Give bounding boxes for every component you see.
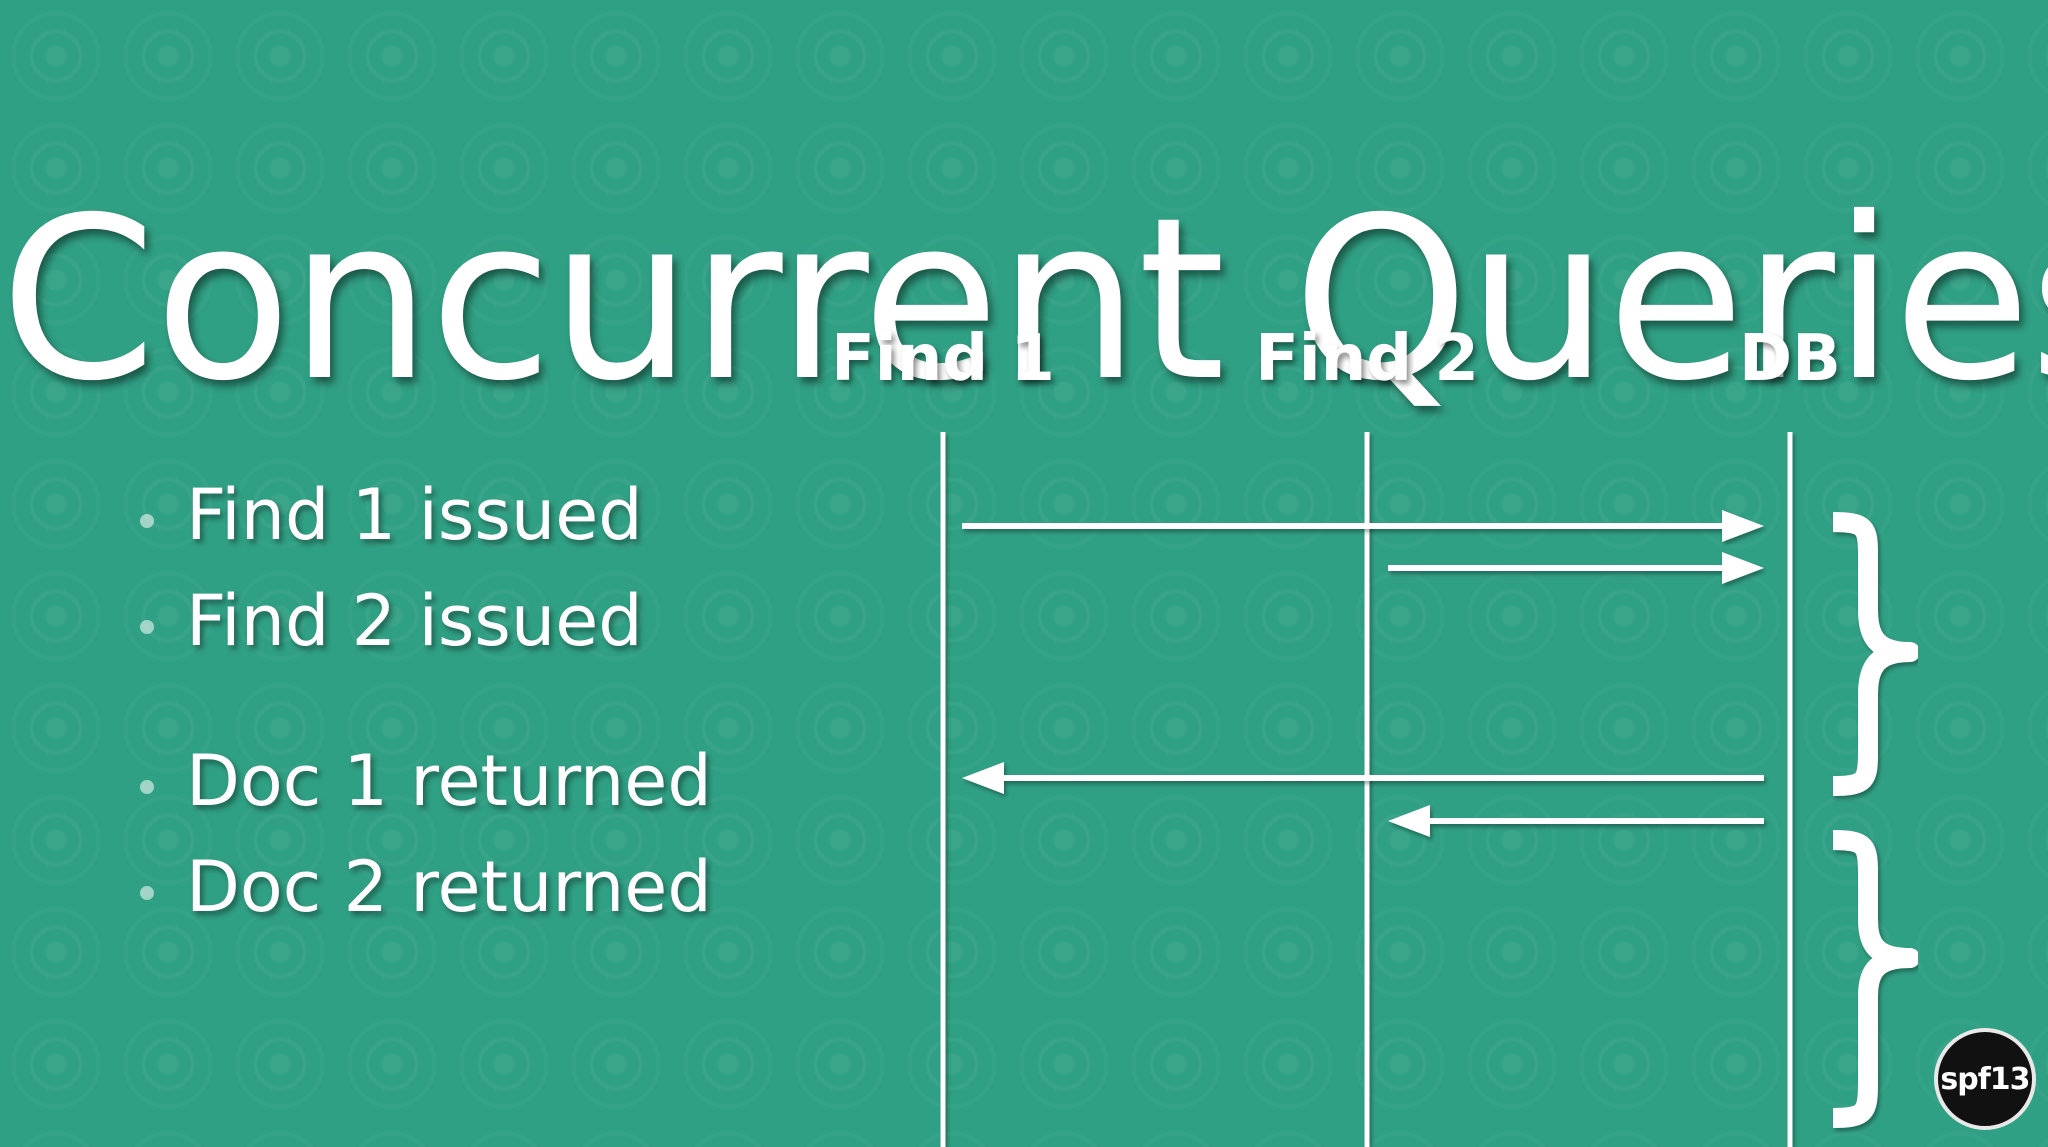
lifeline-label-db: DB bbox=[1739, 322, 1841, 396]
arrow-db-to-find-2 bbox=[1388, 805, 1764, 837]
bullet-list: Find 1 issued Find 2 issued Doc 1 return… bbox=[130, 480, 712, 958]
bracket-requests bbox=[1832, 512, 1920, 796]
slide-title: Concurrent Queries bbox=[0, 169, 2048, 431]
spf13-logo: spf13 bbox=[1934, 1028, 2036, 1130]
bullet-dot bbox=[140, 620, 154, 634]
lifeline-label-find-2: Find 2 bbox=[1255, 322, 1479, 396]
lifeline-label-find-1: Find 1 bbox=[831, 322, 1055, 396]
arrow-find-2-to-db bbox=[1388, 552, 1764, 584]
arrow-db-to-find-1 bbox=[962, 762, 1764, 794]
bullet-item: Doc 2 returned bbox=[130, 852, 712, 958]
bullet-text: Find 2 issued bbox=[186, 580, 643, 662]
bracket-responses bbox=[1832, 830, 1920, 1128]
bullet-item: Find 1 issued bbox=[130, 480, 712, 586]
bullet-dot bbox=[140, 514, 154, 528]
bullet-item: Doc 1 returned bbox=[130, 746, 712, 852]
bullet-item: Find 2 issued bbox=[130, 586, 712, 692]
bullet-text: Doc 2 returned bbox=[186, 846, 712, 928]
bullet-text: Doc 1 returned bbox=[186, 740, 712, 822]
bullet-dot bbox=[140, 886, 154, 900]
arrow-find-1-to-db bbox=[962, 510, 1764, 542]
bullet-dot bbox=[140, 780, 154, 794]
bullet-text: Find 1 issued bbox=[186, 474, 643, 556]
